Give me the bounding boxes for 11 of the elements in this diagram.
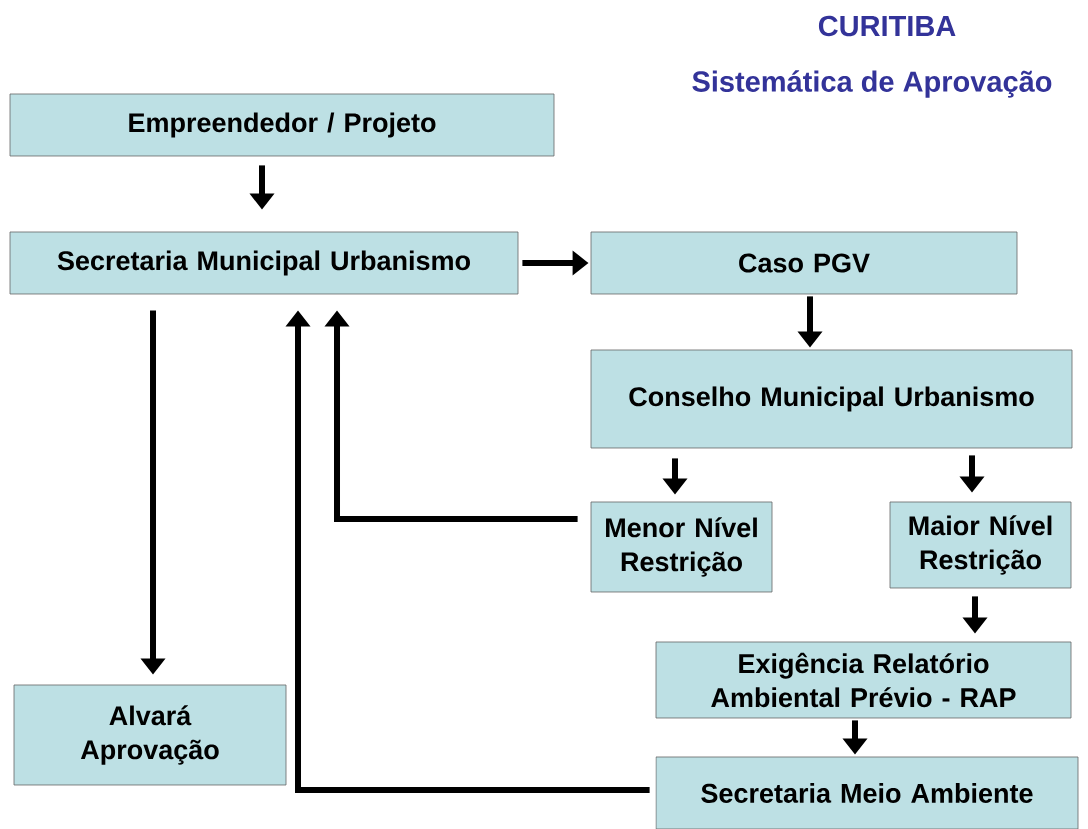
process-box: Maior Nível Restrição [889, 501, 1072, 589]
process-box: Conselho Municipal Urbanismo [590, 349, 1073, 449]
title: CURITIBA [818, 15, 956, 37]
process-box: Menor Nível Restrição [590, 501, 773, 593]
process-box: Alvará Aprovação [13, 684, 287, 786]
process-box: Secretaria Meio Ambiente [655, 756, 1079, 829]
subtitle: Sistemática de Aprovação [692, 70, 1052, 98]
process-box: Exigência Relatório Ambiental Prévio - RAP [655, 641, 1072, 719]
process-box: Secretaria Municipal Urbanismo [9, 231, 519, 295]
process-box: Empreendedor / Projeto [9, 93, 555, 157]
process-box: Caso PGV [590, 231, 1018, 295]
